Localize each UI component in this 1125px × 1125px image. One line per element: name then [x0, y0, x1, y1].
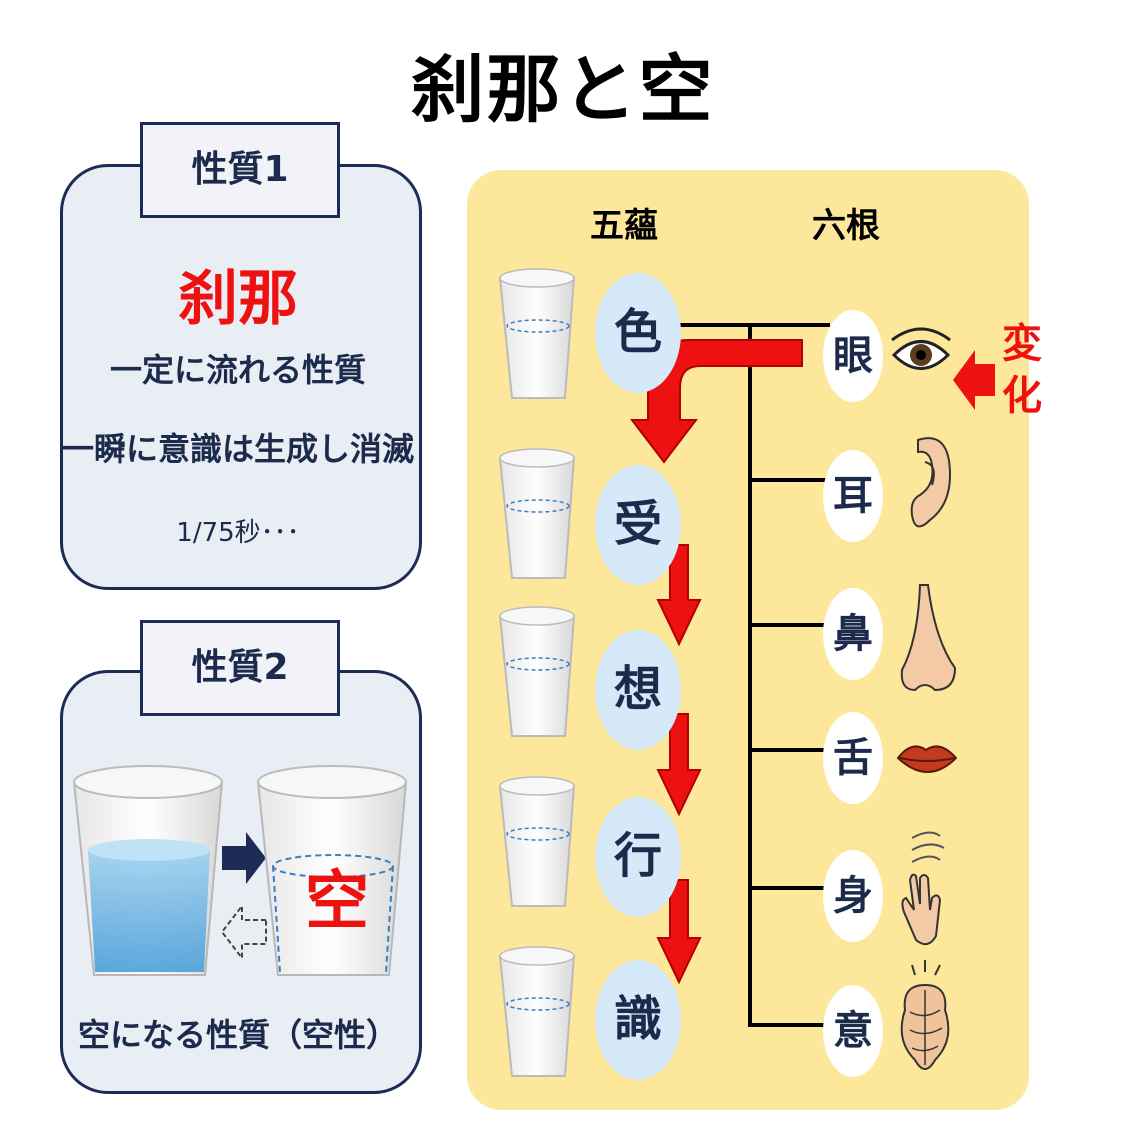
change-label: 変化 — [1002, 321, 1042, 419]
arrow-right-icon — [222, 832, 266, 884]
arrow-left-outline-icon — [220, 903, 267, 961]
flow-arrow-down — [656, 879, 702, 985]
ear-icon — [910, 437, 952, 528]
property1-line1: 一定に流れる性質 — [109, 351, 366, 389]
flow-arrow-down — [656, 544, 702, 647]
property1-line3: 1/75秒･･･ — [176, 518, 300, 548]
nose-icon — [900, 584, 957, 692]
property1-tag: 性質1 — [140, 122, 340, 218]
skandha-feeling: 受 — [595, 465, 681, 585]
sense-ear: 耳 — [823, 450, 883, 542]
sense-nose: 鼻 — [823, 588, 883, 680]
sense-body: 身 — [823, 850, 883, 942]
property2-tag: 性質2 — [140, 620, 340, 716]
skandha-consciousness: 識 — [595, 960, 681, 1080]
sense-tongue: 舌 — [823, 712, 883, 804]
property1-heading: 刹那 — [178, 264, 298, 334]
property2-caption: 空になる性質（空性） — [77, 1016, 398, 1054]
rokkon-heading: 六根 — [812, 206, 880, 246]
sense-mind: 意 — [823, 985, 883, 1077]
wind-icon — [911, 831, 945, 863]
cup-icon — [498, 448, 576, 579]
full-cup-icon — [72, 765, 224, 976]
brain-icon — [900, 960, 950, 1070]
hand-icon — [901, 873, 942, 946]
cup-icon — [498, 268, 576, 399]
cup-icon — [498, 946, 576, 1077]
eye-icon — [891, 327, 951, 370]
cup-icon — [498, 606, 576, 737]
cup-icon — [498, 776, 576, 907]
empty-cup-icon — [256, 765, 408, 976]
change-arrow-left — [953, 350, 995, 410]
property1-line2: 一瞬に意識は生成し消滅 — [61, 430, 414, 468]
property1-panel — [60, 164, 422, 590]
empty-label: 空 — [305, 865, 369, 939]
lips-icon — [896, 745, 958, 773]
skandha-form: 色 — [595, 273, 681, 393]
connector-lines — [678, 323, 830, 1027]
skandha-perception: 想 — [595, 630, 681, 750]
skandha-formation: 行 — [595, 797, 681, 917]
flow-arrow-down — [656, 713, 702, 817]
goun-heading: 五蘊 — [590, 206, 658, 246]
sense-eye: 眼 — [823, 310, 883, 402]
page-title: 刹那と空 — [410, 47, 715, 133]
